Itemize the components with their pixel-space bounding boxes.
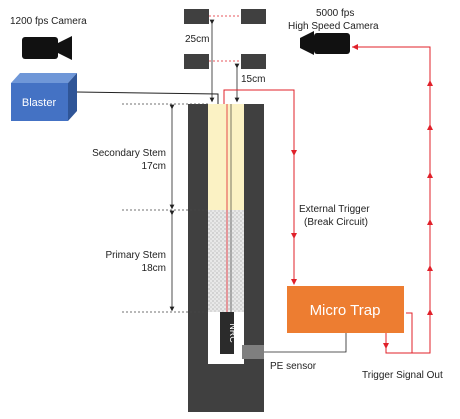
secondary-stem-length: 17cm — [142, 161, 166, 172]
nrc-label: NRC — [228, 323, 238, 343]
camera-5000-label-1: 5000 fps — [316, 8, 354, 19]
pe-sensor — [242, 345, 264, 359]
secondary-stem-label: Secondary Stem — [92, 148, 166, 159]
video-camera-icon — [300, 31, 350, 55]
distance-25cm-label: 25cm — [185, 34, 209, 45]
pe-sensor-wire — [264, 333, 347, 353]
micro-trap-box — [287, 286, 404, 333]
blaster-wire — [76, 91, 219, 104]
camera-5000-label-2: High Speed Camera — [288, 21, 379, 32]
external-trigger-label: External Trigger — [299, 204, 370, 215]
external-trigger-wire — [223, 89, 295, 284]
video-camera-icon — [22, 36, 72, 60]
pe-sensor-label: PE sensor — [270, 361, 317, 372]
primary-stem-length: 18cm — [142, 263, 166, 274]
primary-stem-label: Primary Stem — [105, 250, 166, 261]
rock-borehole — [188, 104, 264, 412]
camera-1200-label: 1200 fps Camera — [10, 16, 87, 27]
micro-trap-label: Micro Trap — [310, 302, 381, 319]
trigger-signal-out-label: Trigger Signal Out — [362, 370, 443, 381]
blaster-box — [11, 73, 77, 121]
blaster-label: Blaster — [22, 97, 57, 109]
break-circuit-label: (Break Circuit) — [304, 217, 368, 228]
distance-15cm-label: 15cm — [241, 74, 265, 85]
